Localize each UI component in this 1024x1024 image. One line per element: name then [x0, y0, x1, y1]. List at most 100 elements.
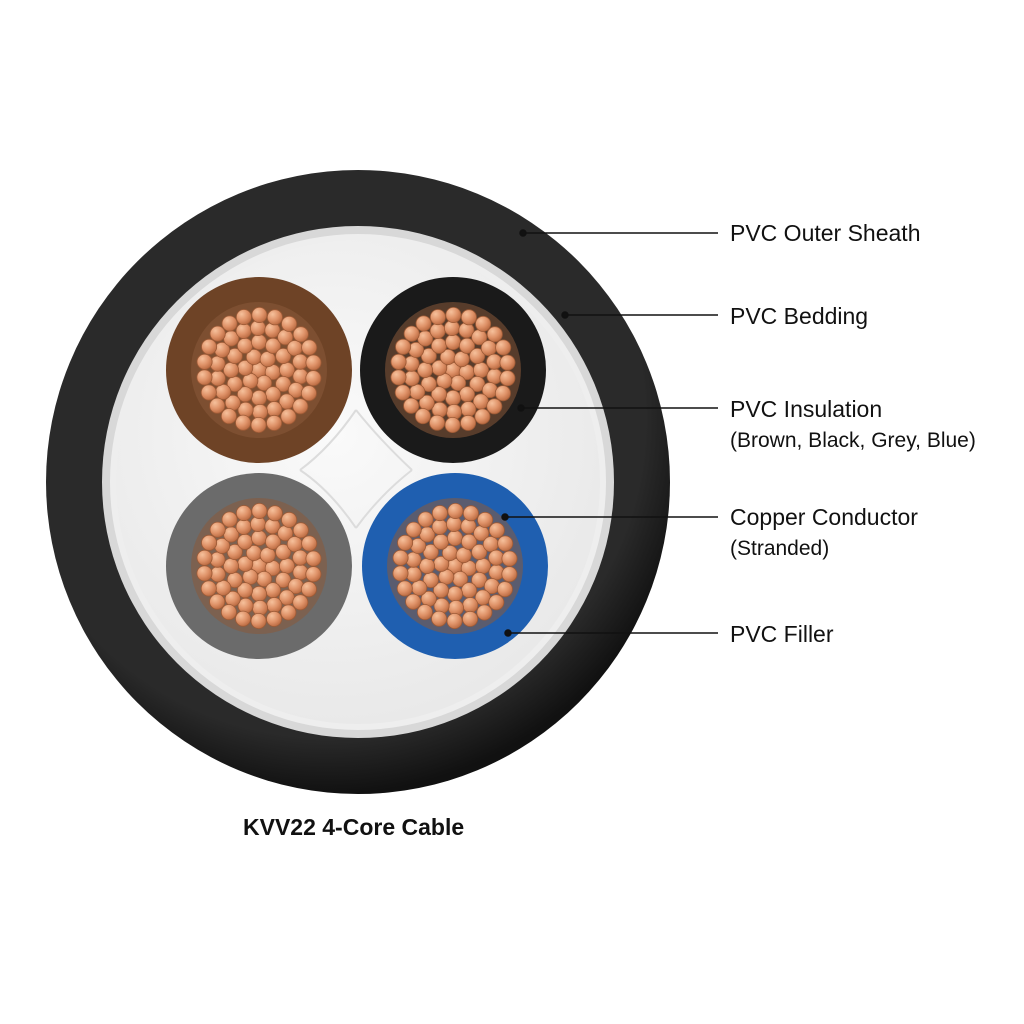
copper-strand: [264, 533, 281, 550]
copper-strand: [196, 353, 213, 370]
copper-strand: [471, 544, 488, 561]
core-blue: [362, 473, 548, 659]
label-filler: PVC Filler: [730, 618, 834, 650]
copper-strand: [462, 505, 479, 522]
diagram-title: KVV22 4-Core Cable: [243, 814, 465, 840]
copper-strand: [196, 565, 213, 582]
copper-strand: [432, 533, 449, 550]
copper-strand: [430, 337, 447, 354]
copper-strand: [250, 389, 267, 406]
copper-strand: [458, 337, 475, 354]
copper-strand: [429, 414, 446, 431]
copper-strand: [486, 353, 503, 370]
copper-strand: [201, 338, 218, 355]
copper-strand: [301, 339, 318, 356]
copper-strand: [476, 604, 493, 621]
copper-strand: [444, 416, 461, 433]
core-brown: [166, 277, 352, 463]
copper-strand: [250, 586, 267, 603]
copper-strand: [292, 398, 309, 415]
copper-strand: [266, 505, 283, 522]
label-conductor: Copper Conductor (Stranded): [730, 501, 918, 565]
copper-strand: [201, 534, 218, 551]
leader-lines: [501, 229, 718, 637]
copper-strand: [488, 549, 505, 566]
copper-strand: [499, 370, 516, 387]
copper-strand: [431, 505, 448, 522]
copper-strand: [405, 593, 422, 610]
copper-strand: [301, 535, 318, 552]
copper-strand: [281, 315, 298, 332]
copper-strand: [488, 594, 505, 611]
copper-strand: [305, 566, 322, 583]
copper-strand: [497, 535, 514, 552]
copper-strand: [390, 369, 407, 386]
copper-strand: [222, 361, 239, 378]
copper-strand: [300, 385, 317, 402]
label-insulation: PVC Insulation (Brown, Black, Grey, Blue…: [730, 393, 976, 457]
copper-strand: [501, 550, 518, 567]
copper-strand: [292, 326, 309, 343]
copper-strand: [488, 522, 505, 539]
copper-strand: [250, 333, 267, 350]
copper-strand: [394, 384, 411, 401]
copper-strand: [446, 613, 463, 630]
label-conductor-subtext: (Stranded): [730, 537, 830, 560]
copper-strand: [403, 325, 420, 342]
copper-strand: [221, 315, 238, 332]
copper-strand: [430, 386, 447, 403]
copper-strand: [215, 579, 232, 596]
copper-strand: [395, 338, 412, 355]
copper-strand: [444, 333, 461, 350]
copper-strand: [460, 309, 477, 326]
copper-strand: [264, 386, 281, 403]
copper-strand: [220, 408, 237, 425]
core-grey: [166, 473, 352, 659]
copper-strand: [236, 337, 253, 354]
copper-strand: [215, 383, 232, 400]
copper-strand: [286, 536, 303, 553]
copper-strand: [486, 398, 503, 415]
copper-strand: [499, 354, 516, 371]
copper-strand: [250, 613, 267, 630]
copper-strand: [403, 370, 420, 387]
copper-strand: [292, 549, 309, 566]
copper-strand: [411, 579, 428, 596]
copper-strand: [447, 502, 464, 519]
copper-strand: [494, 385, 511, 402]
copper-strand: [278, 558, 295, 575]
copper-strand: [275, 347, 292, 364]
label-filler-text: PVC Filler: [730, 621, 834, 647]
copper-strand: [250, 530, 267, 547]
copper-strand: [474, 558, 491, 575]
copper-strand: [415, 315, 432, 332]
copper-strand: [266, 309, 283, 326]
copper-strand: [403, 397, 420, 414]
copper-strand: [209, 521, 226, 538]
copper-strand: [392, 565, 409, 582]
copper-strand: [472, 361, 489, 378]
copper-strand: [209, 566, 226, 583]
copper-strand: [431, 518, 448, 535]
copper-strand: [264, 582, 281, 599]
copper-strand: [444, 389, 461, 406]
copper-strand: [235, 518, 252, 535]
copper-strand: [460, 401, 477, 418]
copper-strand: [462, 610, 479, 627]
copper-strand: [397, 534, 414, 551]
copper-strand: [305, 354, 322, 371]
copper-strand: [392, 549, 409, 566]
copper-strand: [305, 550, 322, 567]
copper-strand: [266, 401, 283, 418]
copper-strand: [266, 414, 283, 431]
copper-strand: [278, 361, 295, 378]
copper-strand: [251, 306, 268, 323]
copper-strand: [266, 597, 283, 614]
copper-strand: [221, 511, 238, 528]
copper-strand: [416, 361, 433, 378]
copper-strand: [266, 610, 283, 627]
copper-strand: [460, 533, 477, 550]
copper-strand: [275, 544, 292, 561]
